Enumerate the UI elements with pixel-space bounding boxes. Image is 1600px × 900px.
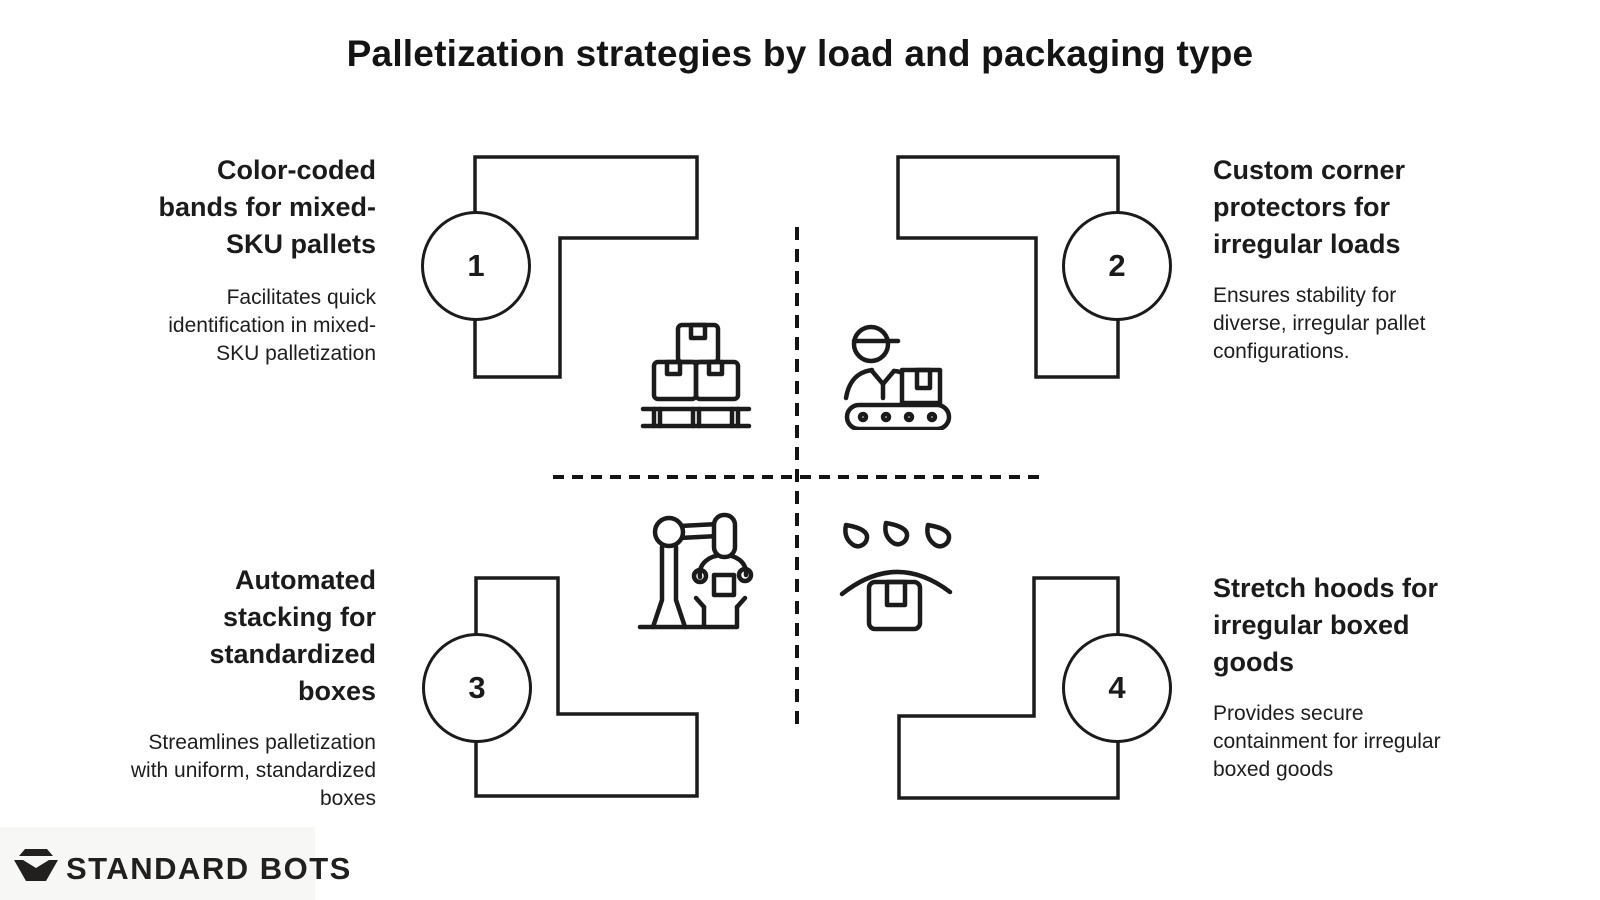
step-2-badge: 2 [1062, 211, 1172, 321]
quadrant-4-frame [897, 576, 1120, 800]
step-4-number: 4 [1108, 670, 1126, 705]
quadrant-2-description: Ensures stability for diverse, irregular… [1213, 284, 1426, 363]
step-4-badge: 4 [1062, 633, 1172, 743]
step-3-badge: 3 [422, 633, 532, 743]
quadrant-4-heading: Stretch hoods for irregular boxed goods [1213, 573, 1439, 677]
quadrant-3-heading: Automated stacking for standardized boxe… [209, 565, 376, 706]
worker-conveyor-icon [843, 324, 952, 430]
step-1-number: 1 [467, 248, 485, 283]
step-2-number: 2 [1108, 248, 1126, 283]
quadrant-4-description: Provides secure containment for irregula… [1213, 702, 1441, 781]
quadrant-3-frame [474, 576, 699, 798]
quadrant-1-frame [473, 155, 699, 379]
step-1-badge: 1 [421, 211, 531, 321]
brand-name: STANDARD BOTS [66, 851, 352, 886]
boxes-on-pallet-icon [640, 322, 752, 429]
quadrant-1-description: Facilitates quick identification in mixe… [168, 286, 376, 365]
quadrant-2-frame [896, 155, 1120, 379]
quadrant-2-heading: Custom corner protectors for irregular l… [1213, 155, 1406, 259]
stretch-hood-icon [839, 520, 953, 632]
quadrant-3-description: Streamlines palletization with uniform, … [130, 731, 376, 810]
quadrant-1-heading: Color-coded bands for mixed- SKU pallets [158, 155, 376, 259]
step-3-number: 3 [468, 670, 486, 705]
brand-logo-icon [14, 849, 58, 881]
page-title: Palletization strategies by load and pac… [346, 33, 1254, 74]
robot-arm-icon [637, 512, 754, 630]
